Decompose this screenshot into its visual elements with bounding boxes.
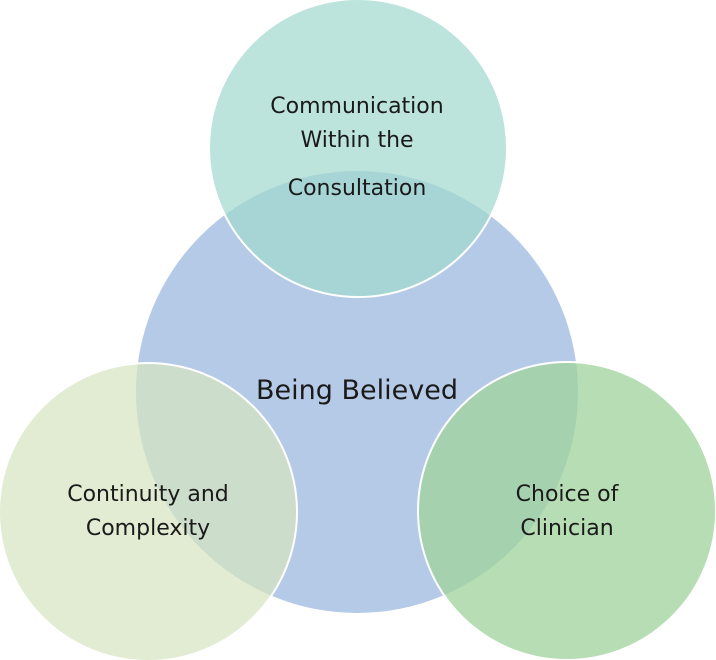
communication-label-line3: Consultation <box>288 176 427 201</box>
continuity-label-line1: Continuity and <box>67 482 229 507</box>
choice-label-line2: Clinician <box>520 516 613 541</box>
continuity-circle <box>0 362 298 660</box>
communication-label-line1: Communication <box>270 94 443 119</box>
choice-label-line1: Choice of <box>516 482 620 507</box>
being-believed-label: Being Believed <box>256 375 458 406</box>
communication-circle <box>208 0 508 298</box>
communication-label-line2: Within the <box>300 128 413 153</box>
choice-of-clinician-circle <box>417 361 716 660</box>
continuity-label-line2: Complexity <box>86 516 210 541</box>
